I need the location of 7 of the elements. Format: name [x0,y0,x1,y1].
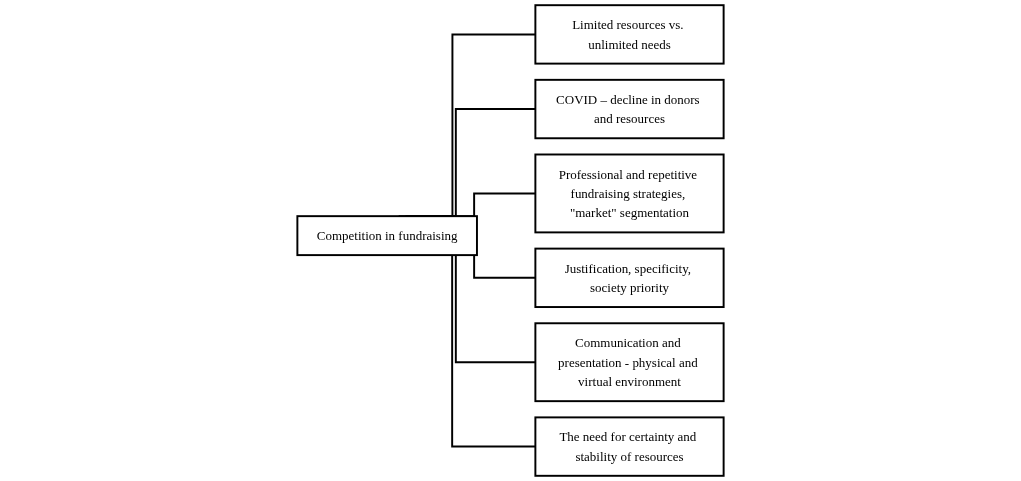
node-box: Communication and presentation - physical and virtual environment [534,322,725,403]
node-box: Competition in fundraising [296,215,478,257]
node-box: Limited resources vs. unlimited needs [534,4,725,65]
node-box: COVID – decline in donors and resources [534,78,725,140]
node-box: Justification, specificity, society priority [534,247,725,308]
node-box: The need for certainty and stability of resources [534,416,725,477]
node-box: Professional and repetitive fundraising strategies, "market" segmentation [534,153,725,234]
